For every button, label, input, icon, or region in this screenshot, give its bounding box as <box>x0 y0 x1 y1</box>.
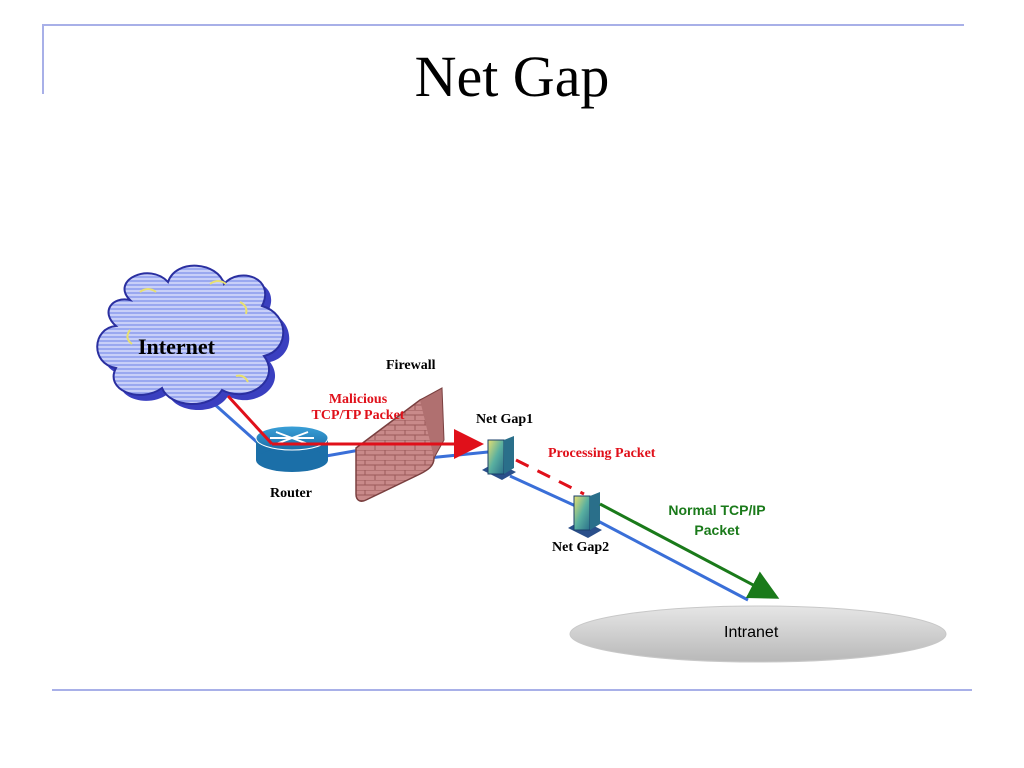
intranet-label: Intranet <box>724 624 779 641</box>
link-netgap1-netgap2 <box>509 474 581 510</box>
slide-frame-left <box>42 24 44 94</box>
internet-cloud-icon <box>96 264 290 411</box>
firewall-icon <box>355 387 445 502</box>
link-netgap2-intranet <box>595 518 749 602</box>
slide-title: Net Gap <box>414 44 610 109</box>
router-label: Router <box>270 486 312 501</box>
router-icon <box>255 425 329 472</box>
normal-packet-label: Normal TCP/IP Packet <box>654 500 780 540</box>
internet-label: Internet <box>138 334 215 359</box>
processing-packet-label: Processing Packet <box>548 446 656 461</box>
netgap1-label: Net Gap1 <box>476 412 534 427</box>
firewall-label: Firewall <box>386 358 436 373</box>
intranet-ellipse <box>569 605 947 663</box>
malicious-packet-label-line1: Malicious <box>328 392 388 407</box>
normal-packet-label-line1: Normal TCP/IP <box>668 502 766 518</box>
malicious-packet-label: Malicious TCP/TP Packet <box>302 392 414 424</box>
netgap1-icon <box>482 436 516 480</box>
slide-frame-top <box>42 24 964 26</box>
processing-packet-path <box>515 458 585 496</box>
link-router-firewall <box>325 448 361 458</box>
slide-frame-bottom <box>52 689 972 691</box>
netgap2-label: Net Gap2 <box>552 540 610 555</box>
malicious-packet-label-line2: TCP/TP Packet <box>311 408 405 423</box>
normal-packet-label-line2: Packet <box>694 522 740 538</box>
normal-packet-arrow <box>599 502 780 599</box>
malicious-packet-path <box>226 394 484 459</box>
netgap2-icon <box>568 492 602 538</box>
